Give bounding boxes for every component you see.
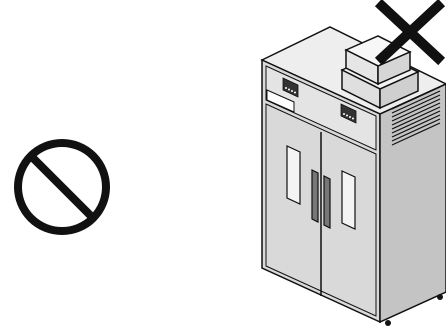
right-door-handle: [324, 176, 330, 228]
x-mark-icon: [382, 6, 438, 58]
right-door-window: [342, 171, 355, 229]
caster: [385, 320, 391, 326]
caster: [437, 294, 443, 300]
left-door-handle: [312, 170, 318, 222]
prohibition-icon: [18, 143, 106, 231]
left-door-window: [287, 146, 300, 204]
